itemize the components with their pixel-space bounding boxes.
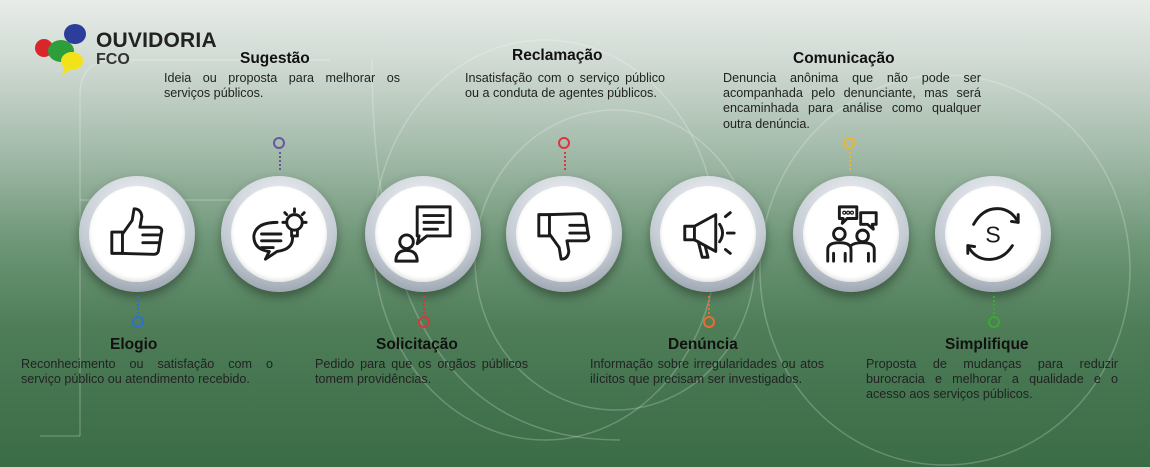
thumbs-up-icon <box>110 207 164 256</box>
sugestao-title: Sugestão <box>240 50 310 67</box>
reclamacao-connector <box>564 152 566 170</box>
solicitacao-circle <box>365 176 481 292</box>
elogio-description: Reconhecimento ou satisfação com o servi… <box>21 357 273 387</box>
denuncia-circle <box>650 176 766 292</box>
solicitacao-description: Pedido para que os orgãos públicos tomem… <box>315 357 528 387</box>
sugestao-description: Ideia ou proposta para melhorar os servi… <box>164 71 400 101</box>
megaphone-icon <box>683 211 736 259</box>
reclamacao-description: Insatisfação com o serviço público ou a … <box>465 71 665 101</box>
comunicacao-title: Comunicação <box>793 50 895 67</box>
comunicacao-marker <box>843 137 855 149</box>
sugestao-circle <box>221 176 337 292</box>
sugestao-marker <box>273 137 285 149</box>
denuncia-title: Denúncia <box>668 336 738 353</box>
simplifique-title: Simplifique <box>945 336 1029 353</box>
denuncia-description: Informação sobre irregularidades ou atos… <box>590 357 824 387</box>
reclamacao-circle <box>506 176 622 292</box>
reclamacao-title: Reclamação <box>512 47 603 64</box>
comunicacao-description: Denuncia anônima que não pode ser acompa… <box>723 71 981 131</box>
elogio-marker <box>132 316 144 328</box>
sugestao-connector <box>279 152 281 170</box>
simplifique-description: Proposta de mudanças para reduzir burocr… <box>866 357 1118 402</box>
brand-title: OUVIDORIA <box>96 29 217 52</box>
people-talking-icon <box>826 205 878 263</box>
denuncia-marker <box>703 316 715 328</box>
ouvidoria-logo-icon <box>35 24 86 75</box>
solicitacao-title: Solicitação <box>376 336 458 353</box>
solicitacao-marker <box>418 316 430 328</box>
elogio-connector <box>137 296 139 314</box>
comunicacao-connector <box>849 152 851 170</box>
reclamacao-marker <box>558 137 570 149</box>
simplifique-marker <box>988 316 1000 328</box>
simplifique-circle: S <box>935 176 1051 292</box>
svg-text:S: S <box>985 222 1001 248</box>
simplify-cycle-icon: S <box>966 207 1020 261</box>
thumbs-down-icon <box>537 212 591 261</box>
idea-chat-icon <box>252 207 308 261</box>
elogio-circle <box>79 176 195 292</box>
simplifique-connector <box>993 296 995 314</box>
comunicacao-circle <box>793 176 909 292</box>
brand-subtitle: FCO <box>96 51 130 68</box>
solicitacao-connector <box>423 296 425 314</box>
request-chat-icon <box>394 205 452 263</box>
denuncia-connector <box>708 296 710 314</box>
elogio-title: Elogio <box>110 336 158 353</box>
